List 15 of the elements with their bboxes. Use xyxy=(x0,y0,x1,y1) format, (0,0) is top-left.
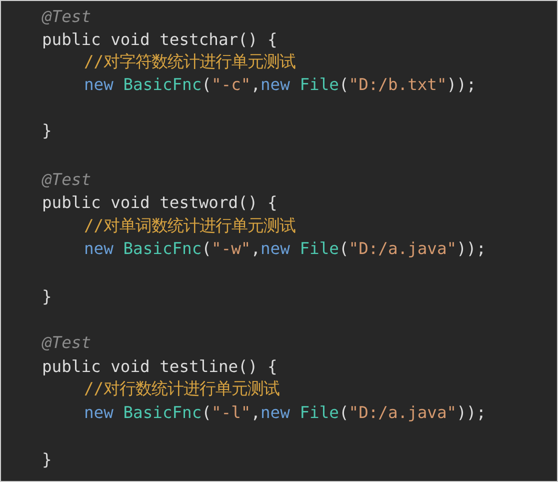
closing-brace: } xyxy=(42,121,52,141)
method-signature: public void testchar() { xyxy=(42,30,278,50)
closing-brace: } xyxy=(42,287,52,307)
annotation: @Test xyxy=(42,333,92,353)
code-line: new BasicFnc("-w",new File("D:/a.java")); xyxy=(84,239,486,259)
method-signature: public void testline() { xyxy=(42,357,278,377)
code-line: new BasicFnc("-c",new File("D:/b.txt")); xyxy=(84,75,476,95)
code-comment: //对行数统计进行单元测试 xyxy=(84,379,280,399)
code-line: new BasicFnc("-l",new File("D:/a.java")); xyxy=(84,403,486,423)
code-comment: //对单词数统计进行单元测试 xyxy=(84,216,296,236)
method-signature: public void testword() { xyxy=(42,193,278,213)
annotation: @Test xyxy=(42,170,92,190)
closing-brace: } xyxy=(42,450,52,470)
annotation: @Test xyxy=(42,7,92,27)
code-comment: //对字符数统计进行单元测试 xyxy=(84,52,296,72)
